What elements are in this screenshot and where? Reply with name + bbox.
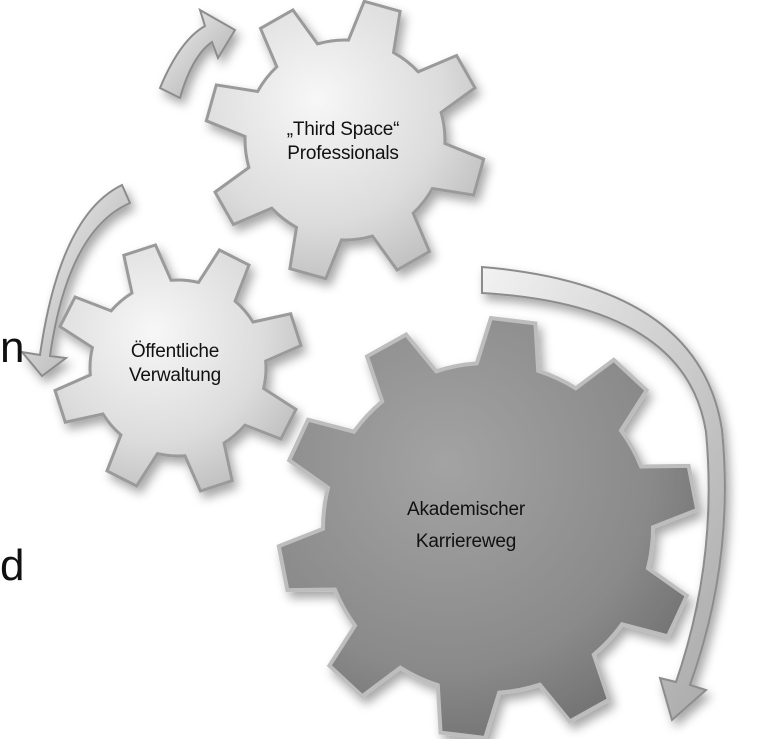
gear-label-akademisch: Akademischer Karriereweg	[366, 494, 566, 559]
gear-label-third-space: „Third Space“ Professionals	[248, 118, 438, 166]
gear-label-line: „Third Space“	[286, 119, 400, 140]
gear-label-line: Professionals	[287, 142, 399, 164]
cycle-arrow-top	[158, 7, 237, 100]
gear-akademischer-karriereweg	[276, 315, 700, 739]
gear-label-oeffentliche: Öffentliche Verwaltung	[100, 340, 250, 388]
cycle-arrow-right	[481, 265, 726, 722]
edge-text-fragment: d	[0, 541, 25, 590]
gear-oeffentliche-verwaltung	[53, 243, 303, 493]
cycle-arrow-left	[19, 183, 132, 378]
gear-label-line: Karriereweg	[415, 531, 517, 553]
gear-label-line: Öffentliche	[130, 341, 220, 362]
edge-text-fragment: n	[0, 323, 25, 372]
gear-label-line: Verwaltung	[128, 364, 221, 386]
gear-label-line: Akademischer	[407, 499, 525, 520]
gear-third-space	[204, 0, 486, 281]
